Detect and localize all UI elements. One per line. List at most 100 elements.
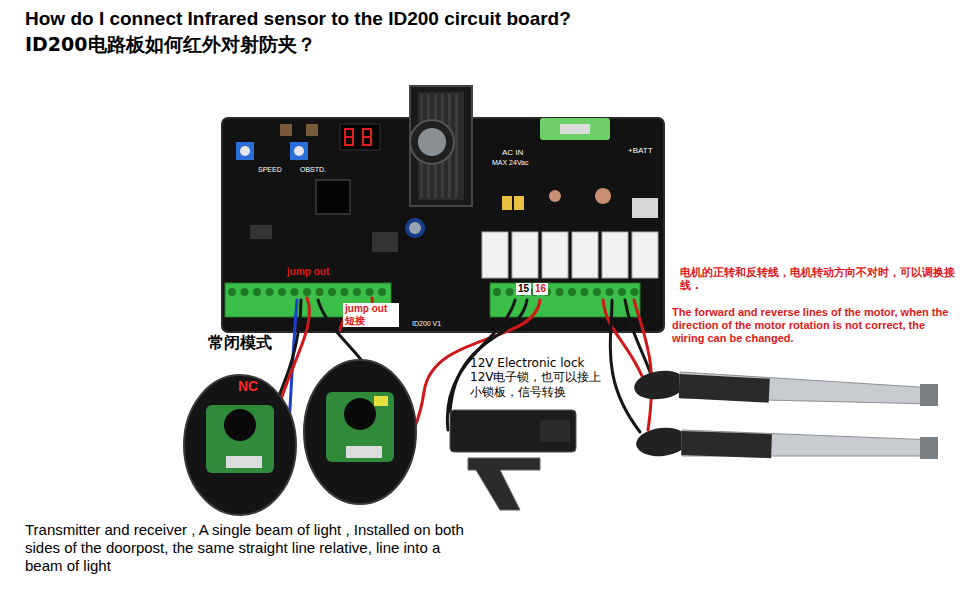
board-print: OBSTD. xyxy=(300,166,326,174)
circuit-board xyxy=(372,232,398,252)
linear-actuator xyxy=(920,437,938,459)
circuit-board xyxy=(502,196,512,210)
display-segment xyxy=(352,128,354,146)
display-segment xyxy=(362,128,364,146)
terminal-screw xyxy=(366,288,374,296)
circuit-board xyxy=(280,124,292,136)
electronic-lock xyxy=(468,458,540,510)
relay xyxy=(602,232,628,278)
linear-actuator xyxy=(920,384,938,406)
board-print: MAX 24Vac xyxy=(492,159,528,167)
terminal-screw xyxy=(568,288,576,296)
circuit-board xyxy=(632,198,658,218)
terminal-screw xyxy=(328,288,336,296)
circuit-board xyxy=(316,180,350,214)
circuit-board xyxy=(409,222,421,234)
electronic-lock xyxy=(450,410,576,510)
infrared-sensor xyxy=(226,456,262,468)
relay xyxy=(482,232,508,278)
title: How do I connect Infrared sensor to the … xyxy=(25,8,571,31)
electronic-lock xyxy=(540,420,570,442)
motor-note-chinese: 电机的正转和反转线，电机转动方向不对时，可以调换接线 . xyxy=(680,266,956,292)
terminal-screw xyxy=(278,288,286,296)
terminal-screw xyxy=(606,288,614,296)
circuit-board xyxy=(549,190,561,202)
wires xyxy=(610,300,640,432)
mode-label: 常闭模式 xyxy=(208,333,272,352)
infrared-sensor xyxy=(346,446,382,458)
heatsink-fin xyxy=(455,94,458,198)
circuit-board xyxy=(418,92,464,200)
linear-actuator xyxy=(679,374,770,403)
relay xyxy=(512,232,538,278)
terminal-screw xyxy=(241,288,249,296)
terminal-screw xyxy=(593,288,601,296)
display-segment xyxy=(344,128,346,146)
linear-actuator xyxy=(632,368,938,406)
terminal-screw xyxy=(266,288,274,296)
terminal-screw xyxy=(303,288,311,296)
relay xyxy=(572,232,598,278)
infrared-sensor xyxy=(374,396,388,406)
terminal-screw xyxy=(316,288,324,296)
caption: Transmitter and receiver , A single beam… xyxy=(25,521,465,575)
circuit-board xyxy=(306,124,318,136)
jumper-note: jump out 短接 xyxy=(343,303,399,327)
circuit-board xyxy=(228,288,639,296)
terminal-screw xyxy=(353,288,361,296)
circuit-board xyxy=(595,188,611,204)
infrared-sensor xyxy=(184,375,296,515)
infrared-sensor xyxy=(344,398,376,430)
circuit-board xyxy=(405,218,425,238)
terminal-screw xyxy=(378,288,386,296)
circuit-board xyxy=(410,86,472,206)
board-print: AC IN xyxy=(502,148,523,158)
circuit-board xyxy=(410,120,454,164)
linear-actuator xyxy=(681,431,772,458)
electronic-lock xyxy=(450,410,576,452)
nc-label: NC xyxy=(238,378,258,395)
circuit-board xyxy=(294,146,304,156)
terminal-screw xyxy=(618,288,626,296)
circuit-board xyxy=(340,124,380,150)
circuit-board xyxy=(222,118,664,332)
board-print: ID200 V1 xyxy=(412,320,441,328)
display-segment xyxy=(370,128,372,146)
relay xyxy=(542,232,568,278)
infrared-sensor xyxy=(304,360,416,504)
circuit-board xyxy=(418,128,446,156)
terminal-screw xyxy=(228,288,236,296)
terminal-screw xyxy=(493,288,501,296)
circuit-board xyxy=(250,225,272,239)
circuit-board xyxy=(490,283,640,317)
infrared-sensor xyxy=(304,360,416,504)
terminal-screw xyxy=(631,288,639,296)
wires xyxy=(634,300,652,430)
circuit-board xyxy=(290,142,308,160)
circuit-board xyxy=(222,86,664,332)
board-print: SPEED xyxy=(258,166,282,174)
relay xyxy=(632,232,658,278)
circuit-board xyxy=(236,142,254,160)
terminal-screw xyxy=(556,288,564,296)
lock-note: 12V Electronic lock 12V电子锁，也可以接上小锁板，信号转换 xyxy=(470,356,610,399)
title-chinese: ID200电路板如何红外对射防夹？ xyxy=(25,33,316,56)
terminal-number: 15 xyxy=(516,283,531,295)
circuit-board xyxy=(540,118,610,140)
jumper-note: jump out xyxy=(287,266,329,278)
terminal-screw xyxy=(253,288,261,296)
circuit-board xyxy=(514,196,524,210)
infrared-sensor xyxy=(184,375,296,515)
circuit-board xyxy=(482,232,658,278)
infrared-sensor xyxy=(326,392,394,462)
board-print: +BATT xyxy=(628,146,653,156)
terminal-number: 16 xyxy=(533,283,548,295)
linear-actuator xyxy=(635,425,938,459)
motor-note: The forward and reverse lines of the mot… xyxy=(672,306,956,346)
circuit-board xyxy=(344,128,372,146)
terminal-screw xyxy=(341,288,349,296)
infrared-sensor xyxy=(224,409,256,441)
circuit-board xyxy=(560,124,590,134)
